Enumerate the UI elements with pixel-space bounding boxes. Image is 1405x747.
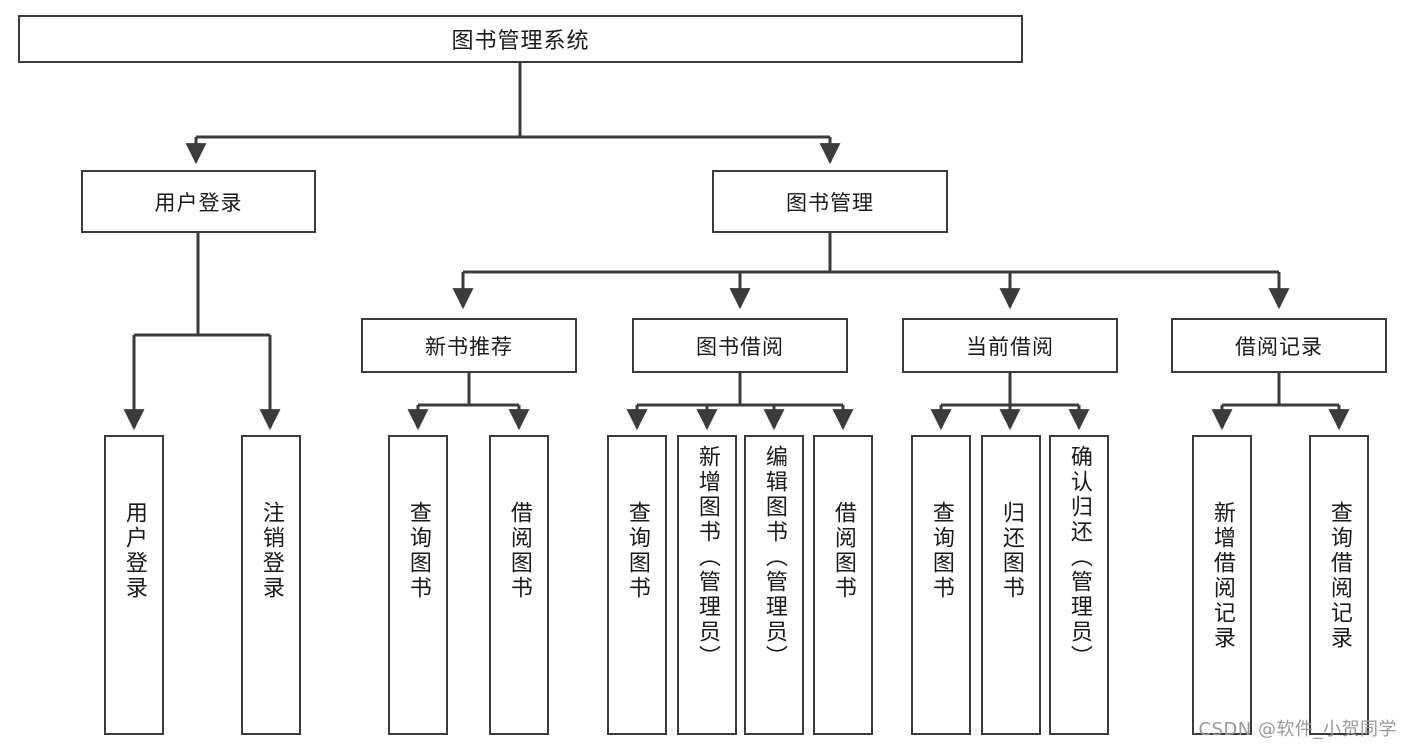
leaf-query-book-2[interactable]: 查询图书: [607, 435, 667, 735]
leaf-query-book-3[interactable]: 查询图书: [911, 435, 971, 735]
node-book-borrow[interactable]: 图书借阅: [632, 318, 848, 373]
leaf-borrow-book-2-label: 借阅图书: [830, 501, 856, 601]
leaf-logout-login-label: 注销登录: [258, 501, 284, 601]
node-book-manage[interactable]: 图书管理: [712, 170, 948, 233]
leaf-query-book-3-label: 查询图书: [928, 501, 954, 601]
leaf-user-login[interactable]: 用户登录: [104, 435, 164, 735]
leaf-logout-login[interactable]: 注销登录: [241, 435, 301, 735]
leaf-user-login-label: 用户登录: [121, 501, 147, 601]
leaf-add-book[interactable]: 新增图书（管理员）: [677, 435, 737, 735]
node-new-book-recommend[interactable]: 新书推荐: [361, 318, 577, 373]
node-user-login[interactable]: 用户登录: [81, 170, 316, 233]
leaf-return-book-label: 归还图书: [998, 501, 1024, 601]
leaf-borrow-book-1[interactable]: 借阅图书: [489, 435, 549, 735]
leaf-confirm-return-label: 确认归还（管理员）: [1066, 445, 1092, 670]
node-book-borrow-label: 图书借阅: [696, 334, 784, 359]
node-user-login-label: 用户登录: [154, 190, 243, 215]
leaf-edit-book[interactable]: 编辑图书（管理员）: [744, 435, 804, 735]
leaf-add-book-label: 新增图书（管理员）: [694, 445, 720, 670]
leaf-query-record-label: 查询借阅记录: [1326, 501, 1352, 651]
leaf-add-record[interactable]: 新增借阅记录: [1192, 435, 1252, 735]
leaf-add-record-label: 新增借阅记录: [1209, 501, 1235, 651]
node-current-borrow-label: 当前借阅: [966, 334, 1054, 359]
node-root-label: 图书管理系统: [451, 29, 590, 54]
leaf-confirm-return[interactable]: 确认归还（管理员）: [1049, 435, 1109, 735]
leaf-query-record[interactable]: 查询借阅记录: [1309, 435, 1369, 735]
node-borrow-record[interactable]: 借阅记录: [1171, 318, 1387, 373]
node-new-book-recommend-label: 新书推荐: [425, 334, 513, 359]
node-borrow-record-label: 借阅记录: [1235, 334, 1323, 359]
leaf-query-book-1-label: 查询图书: [405, 501, 431, 601]
leaf-query-book-1[interactable]: 查询图书: [388, 435, 448, 735]
leaf-borrow-book-1-label: 借阅图书: [506, 501, 532, 601]
leaf-return-book[interactable]: 归还图书: [981, 435, 1041, 735]
node-current-borrow[interactable]: 当前借阅: [902, 318, 1118, 373]
leaf-edit-book-label: 编辑图书（管理员）: [761, 445, 787, 670]
leaf-borrow-book-2[interactable]: 借阅图书: [813, 435, 873, 735]
node-root[interactable]: 图书管理系统: [18, 15, 1023, 63]
leaf-query-book-2-label: 查询图书: [624, 501, 650, 601]
node-book-manage-label: 图书管理: [786, 190, 874, 215]
